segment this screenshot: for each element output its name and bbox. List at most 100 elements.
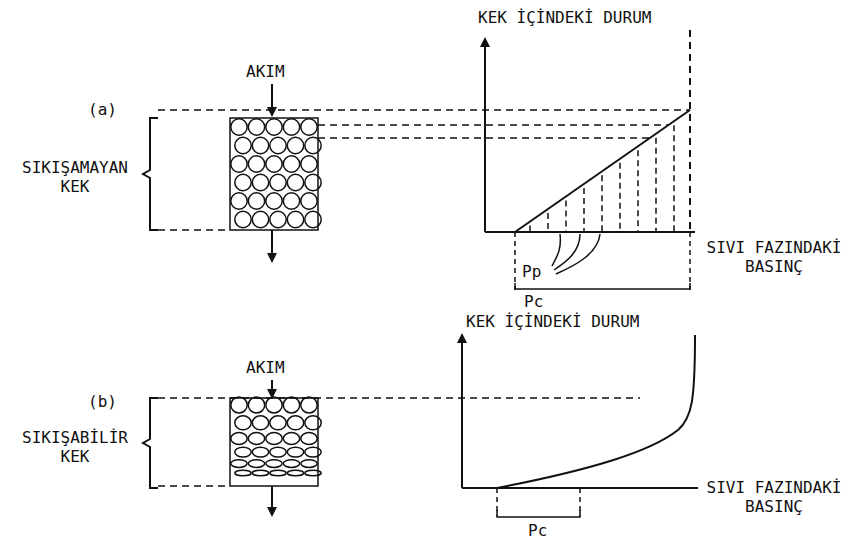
axis (461, 338, 463, 488)
hatch-line (583, 188, 585, 231)
cake-label: SIKIŞAMAYAN KEK (4, 158, 146, 196)
dashed-line (318, 124, 669, 126)
particle (305, 211, 321, 227)
particle (231, 433, 247, 445)
hatch-line (547, 213, 549, 231)
dashed-line (689, 30, 691, 232)
flow-arrow (271, 486, 273, 512)
particle (301, 397, 317, 413)
particle (301, 119, 317, 135)
hatch-line (601, 175, 603, 231)
dimension-bracket (497, 510, 580, 517)
pressure-line (515, 110, 690, 232)
particle (270, 174, 286, 190)
hatch-line (565, 200, 567, 231)
dashed-line (158, 109, 690, 111)
pressure-label: Pp (522, 262, 541, 281)
particle (266, 193, 282, 209)
particle (305, 137, 321, 153)
particle (287, 137, 303, 153)
particle (235, 211, 251, 227)
leader-line (552, 234, 560, 266)
particle (287, 470, 303, 476)
brace (143, 118, 158, 230)
particle (248, 119, 264, 135)
particle (235, 416, 251, 430)
particle (305, 174, 321, 190)
graph-title: KEK İÇİNDEKİ DURUM (466, 312, 639, 331)
flow-arrow (271, 230, 273, 258)
particle (266, 433, 282, 445)
hatch-line (673, 125, 675, 231)
particle (305, 416, 321, 430)
dashed-line (158, 397, 640, 399)
particle (305, 447, 321, 457)
particle (283, 433, 299, 445)
particle (248, 156, 264, 172)
particle (270, 470, 286, 476)
particle (248, 397, 264, 413)
particle (301, 460, 317, 468)
particle (252, 416, 268, 430)
dashed-line (318, 137, 650, 139)
particle (252, 174, 268, 190)
particle (270, 416, 286, 430)
axis-label: SIVI FAZINDAKİ BASINÇ (700, 478, 848, 516)
particle (283, 119, 299, 135)
particle (231, 193, 247, 209)
pressure-label: Pc (528, 521, 547, 540)
particle (248, 460, 264, 468)
pressure-curve (497, 335, 695, 488)
particle (301, 433, 317, 445)
axis-label: SIVI FAZINDAKİ BASINÇ (700, 238, 848, 276)
particle (252, 447, 268, 457)
graph-title: KEK İÇİNDEKİ DURUM (478, 8, 651, 27)
particle (283, 193, 299, 209)
particle (235, 174, 251, 190)
particle (305, 470, 321, 476)
hatch-line (655, 138, 657, 231)
particle (235, 447, 251, 457)
particle (231, 156, 247, 172)
particle (287, 416, 303, 430)
dashed-line (689, 232, 691, 290)
flow-label: AKIM (246, 62, 285, 81)
brace (143, 398, 158, 488)
hatch-line (529, 226, 531, 231)
part-label: (a) (88, 100, 117, 119)
particle (283, 156, 299, 172)
particle (287, 174, 303, 190)
particle (266, 119, 282, 135)
particle (266, 397, 282, 413)
flow-label: AKIM (246, 358, 285, 377)
dashed-line (158, 229, 230, 231)
particle (235, 137, 251, 153)
flow-arrow (271, 84, 273, 112)
particle (287, 447, 303, 457)
particle (252, 470, 268, 476)
particle (231, 119, 247, 135)
axis (484, 42, 486, 232)
flow-arrow (271, 380, 273, 394)
pressure-label: Pc (524, 292, 543, 311)
particle (301, 156, 317, 172)
particle (252, 137, 268, 153)
dashed-line (514, 232, 516, 290)
dashed-line (158, 485, 230, 487)
particle (231, 460, 247, 468)
particle (248, 433, 264, 445)
particle (283, 397, 299, 413)
hatch-line (637, 150, 639, 231)
particle (283, 460, 299, 468)
particle (252, 211, 268, 227)
particle (270, 447, 286, 457)
dimension-bracket (515, 283, 690, 289)
particles-and-hatching (231, 119, 674, 476)
particle (266, 156, 282, 172)
particle (235, 470, 251, 476)
particle (301, 193, 317, 209)
particle (270, 137, 286, 153)
particle (231, 397, 247, 413)
